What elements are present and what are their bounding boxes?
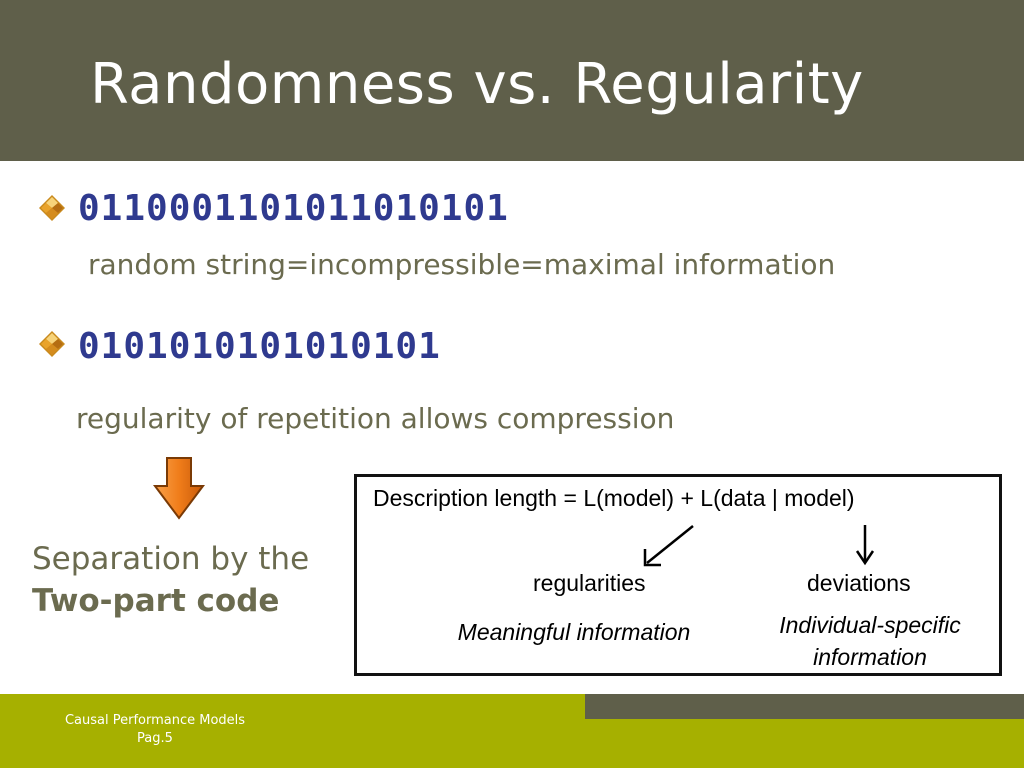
- separation-text: Separation by the Two-part code: [32, 538, 309, 622]
- deviations-label: deviations: [807, 570, 911, 596]
- meaningful-information-note: Meaningful information: [457, 619, 691, 645]
- footer-accent-bar: [585, 694, 1024, 719]
- random-string-caption: random string=incompressible=maximal inf…: [88, 248, 836, 281]
- diamond-bullet-icon: [39, 195, 65, 221]
- diamond-bullet-icon: [39, 331, 65, 357]
- footer-course-title: Causal Performance Models: [64, 713, 246, 728]
- two-part-code-label: Two-part code: [32, 583, 280, 619]
- footer-page-number: Pag.5: [137, 731, 173, 746]
- footer-text: Causal Performance Models Pag.5: [40, 712, 270, 748]
- down-arrow-icon: [855, 525, 875, 566]
- regular-code-string: 0101010101010101: [78, 326, 441, 367]
- regularity-caption: regularity of repetition allows compress…: [76, 402, 675, 435]
- random-code-string: 0110001101011010101: [78, 188, 509, 229]
- orange-down-arrow-icon: [153, 457, 205, 520]
- information-line: information: [813, 644, 927, 670]
- slide-title: Randomness vs. Regularity: [90, 52, 864, 117]
- description-length-box: Description length = L(model) + L(data |…: [354, 474, 1002, 676]
- individual-specific-line: Individual-specific: [779, 612, 961, 638]
- diagonal-arrow-icon: [643, 525, 694, 567]
- description-length-formula: Description length = L(model) + L(data |…: [373, 485, 855, 511]
- title-bar: Randomness vs. Regularity: [0, 0, 1024, 161]
- regularities-label: regularities: [533, 570, 646, 596]
- separation-line-1: Separation by the: [32, 541, 310, 577]
- individual-specific-note: Individual-specific information: [743, 609, 997, 673]
